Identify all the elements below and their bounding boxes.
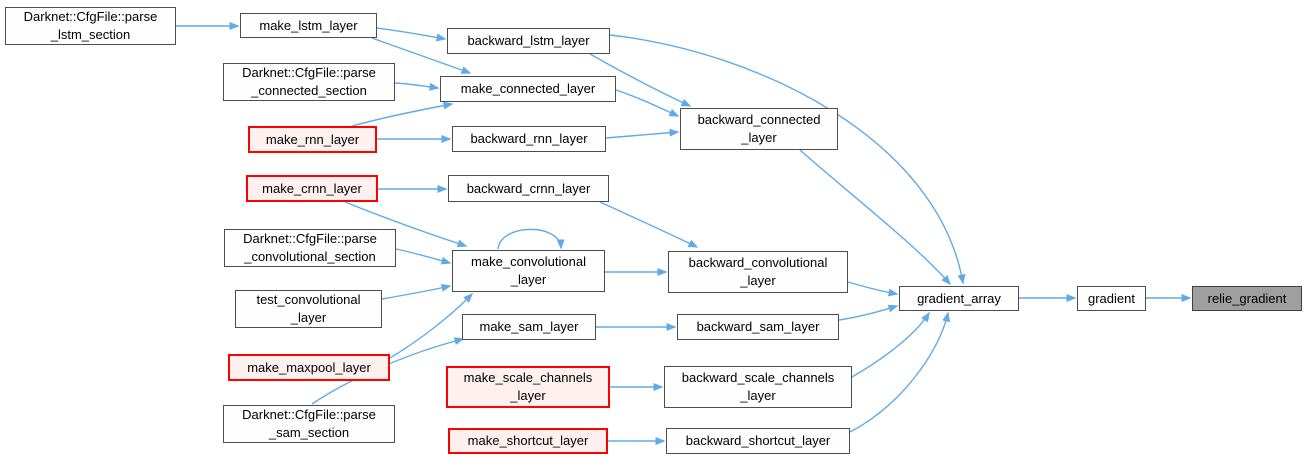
node-make-rnn-layer[interactable]: make_rnn_layer xyxy=(248,126,377,153)
edge-backward_crnn_layer-to-backward_convolutional_layer xyxy=(599,201,699,248)
node-parse-convolutional-section[interactable]: Darknet::CfgFile::parse _convolutional_s… xyxy=(224,229,396,267)
edge-backward_shortcut_layer-to-gradient_array xyxy=(849,311,951,433)
node-backward-convolutional-layer[interactable]: backward_convolutional _layer xyxy=(668,251,848,293)
node-relie-gradient[interactable]: relie_gradient xyxy=(1192,286,1302,311)
node-backward-connected-layer[interactable]: backward_connected _layer xyxy=(680,108,838,150)
node-make-shortcut-layer[interactable]: make_shortcut_layer xyxy=(448,428,608,454)
edge-make_connected_layer-to-backward_connected_layer xyxy=(615,89,680,117)
edge-backward_connected_layer-to-gradient_array xyxy=(799,149,951,286)
edge-make_convolutional_layer-to-make_convolutional_layer xyxy=(497,228,565,250)
node-make-crnn-layer[interactable]: make_crnn_layer xyxy=(246,175,378,202)
edge-test_convolutional_layer-to-make_convolutional_layer xyxy=(381,283,452,300)
node-backward-rnn-layer[interactable]: backward_rnn_layer xyxy=(452,126,606,152)
edge-parse_connected_section-to-make_connected_layer xyxy=(394,82,440,91)
node-backward-sam-layer[interactable]: backward_sam_layer xyxy=(677,314,839,340)
edge-parse_convolutional_section-to-make_convolutional_layer xyxy=(395,248,452,265)
node-make-lstm-layer[interactable]: make_lstm_layer xyxy=(240,13,377,38)
node-parse-lstm-section[interactable]: Darknet::CfgFile::parse _lstm_section xyxy=(5,7,176,45)
node-parse-sam-section[interactable]: Darknet::CfgFile::parse _sam_section xyxy=(223,405,395,443)
edge-make_lstm_layer-to-make_connected_layer xyxy=(371,37,472,74)
node-make-sam-layer[interactable]: make_sam_layer xyxy=(462,314,596,340)
node-make-convolutional-layer[interactable]: make_convolutional _layer xyxy=(452,250,605,292)
node-make-maxpool-layer[interactable]: make_maxpool_layer xyxy=(228,354,390,381)
edge-backward_sam_layer-to-gradient_array xyxy=(838,304,899,321)
node-make-connected-layer[interactable]: make_connected_layer xyxy=(440,76,616,102)
node-backward-crnn-layer[interactable]: backward_crnn_layer xyxy=(448,175,609,202)
edge-make_crnn_layer-to-make_convolutional_layer xyxy=(344,201,468,248)
node-parse-connected-section[interactable]: Darknet::CfgFile::parse _connected_secti… xyxy=(223,63,395,101)
edge-backward_lstm_layer-to-gradient_array xyxy=(609,34,966,285)
edge-backward_rnn_layer-to-backward_connected_layer xyxy=(605,128,680,139)
edge-backward_convolutional_layer-to-gradient_array xyxy=(847,281,899,297)
node-backward-scale-channels-layer[interactable]: backward_scale_channels _layer xyxy=(664,366,852,408)
edge-backward_lstm_layer-to-backward_connected_layer xyxy=(589,53,692,107)
edge-backward_scale_channels_layer-to-gradient_array xyxy=(851,311,930,378)
node-gradient[interactable]: gradient xyxy=(1077,286,1146,311)
node-backward-shortcut-layer[interactable]: backward_shortcut_layer xyxy=(666,428,850,454)
node-gradient-array[interactable]: gradient_array xyxy=(899,286,1019,311)
edge-make_rnn_layer-to-make_connected_layer xyxy=(351,101,454,127)
edge-make_lstm_layer-to-backward_lstm_layer xyxy=(376,27,447,42)
edge-make_maxpool_layer-to-make_convolutional_layer xyxy=(389,292,474,359)
node-backward-lstm-layer[interactable]: backward_lstm_layer xyxy=(447,28,610,54)
node-make-scale-channels-layer[interactable]: make_scale_channels _layer xyxy=(446,366,610,408)
node-test-convolutional-layer[interactable]: test_convolutional _layer xyxy=(235,290,382,328)
